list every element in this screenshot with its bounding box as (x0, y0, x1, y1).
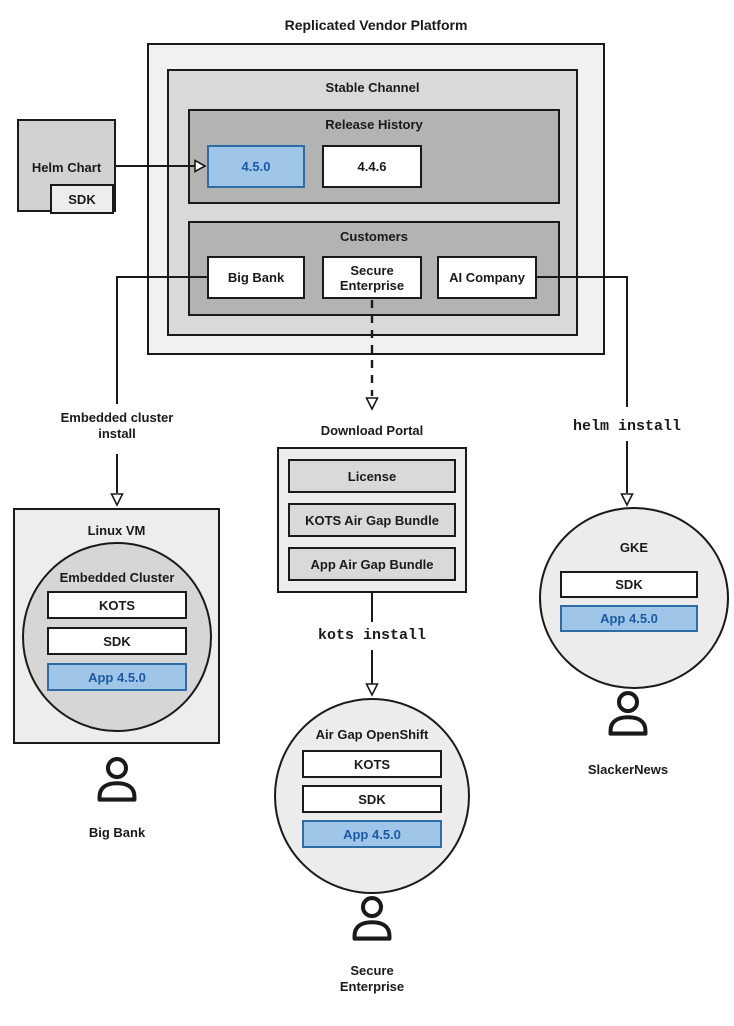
airgap-kots-box: KOTS (302, 750, 442, 778)
customer-secure-enterprise: Secure Enterprise (322, 256, 422, 299)
kots-install-label: kots install (317, 627, 427, 644)
secure-enterprise-user-label-line1: Secure (350, 963, 394, 978)
helm-chart-title: Helm Chart (31, 160, 102, 175)
big-bank-user-label: Big Bank (88, 825, 146, 840)
airgap-sdk-box: SDK (302, 785, 442, 813)
arrowhead-down-icon (620, 493, 634, 507)
stable-channel-title: Stable Channel (325, 80, 420, 95)
release-4-4-6: 4.4.6 (322, 145, 422, 188)
embedded-app-box: App 4.5.0 (47, 663, 187, 691)
slackernews-user-label: SlackerNews (587, 762, 669, 777)
secure-enterprise-user-label: Secure Enterprise (302, 963, 442, 995)
release-history-box: Release History 4.5.0 4.4.6 (188, 109, 560, 204)
linux-vm-box: Linux VM Embedded Cluster KOTS SDK App 4… (13, 508, 220, 744)
release-4-5-0: 4.5.0 (207, 145, 305, 188)
arrowhead-down-icon (365, 397, 379, 411)
helm-install-label: helm install (572, 418, 682, 435)
embedded-install-label: Embedded cluster install (47, 410, 187, 442)
airgap-app-box: App 4.5.0 (302, 820, 442, 848)
customer-ai-company: AI Company (437, 256, 537, 299)
portal-app-bundle-box: App Air Gap Bundle (288, 547, 456, 581)
secure-enterprise-user-label-line2: Enterprise (339, 979, 405, 994)
arrowhead-down-icon (110, 493, 124, 507)
customers-title: Customers (340, 229, 408, 244)
helm-chart-box: Helm Chart SDK (17, 119, 116, 214)
customers-box: Customers Big Bank Secure Enterprise AI … (188, 221, 560, 316)
gke-title: GKE (619, 540, 649, 555)
airgap-openshift-circle: Air Gap OpenShift KOTS SDK App 4.5.0 (274, 698, 470, 894)
gke-sdk-box: SDK (560, 571, 698, 598)
big-bank-user-icon (90, 754, 144, 808)
diagram-title: Replicated Vendor Platform (284, 17, 468, 33)
arrowhead-down-icon (365, 683, 379, 697)
customer-big-bank: Big Bank (207, 256, 305, 299)
connector-kots-install (365, 593, 379, 697)
download-portal-box: License KOTS Air Gap Bundle App Air Gap … (277, 447, 467, 593)
secure-enterprise-user-icon (345, 893, 399, 947)
embedded-kots-box: KOTS (47, 591, 187, 619)
embedded-sdk-box: SDK (47, 627, 187, 655)
portal-kots-bundle-box: KOTS Air Gap Bundle (288, 503, 456, 537)
embedded-install-label-line1: Embedded cluster (60, 410, 174, 425)
helm-chart-sdk-box: SDK (50, 184, 114, 214)
stable-channel-box: Stable Channel Release History 4.5.0 4.4… (167, 69, 578, 336)
gke-circle: GKE SDK App 4.5.0 (539, 507, 729, 689)
airgap-openshift-title: Air Gap OpenShift (315, 727, 429, 742)
download-portal-title: Download Portal (320, 423, 424, 438)
embedded-cluster-circle: Embedded Cluster KOTS SDK App 4.5.0 (22, 542, 212, 732)
slackernews-user-icon (601, 688, 655, 742)
embedded-install-label-line2: install (98, 426, 136, 441)
vendor-platform-box: Stable Channel Release History 4.5.0 4.4… (147, 43, 605, 355)
linux-vm-title: Linux VM (87, 523, 146, 538)
embedded-cluster-title: Embedded Cluster (59, 570, 175, 585)
gke-app-box: App 4.5.0 (560, 605, 698, 632)
portal-license-box: License (288, 459, 456, 493)
release-history-title: Release History (325, 117, 423, 132)
